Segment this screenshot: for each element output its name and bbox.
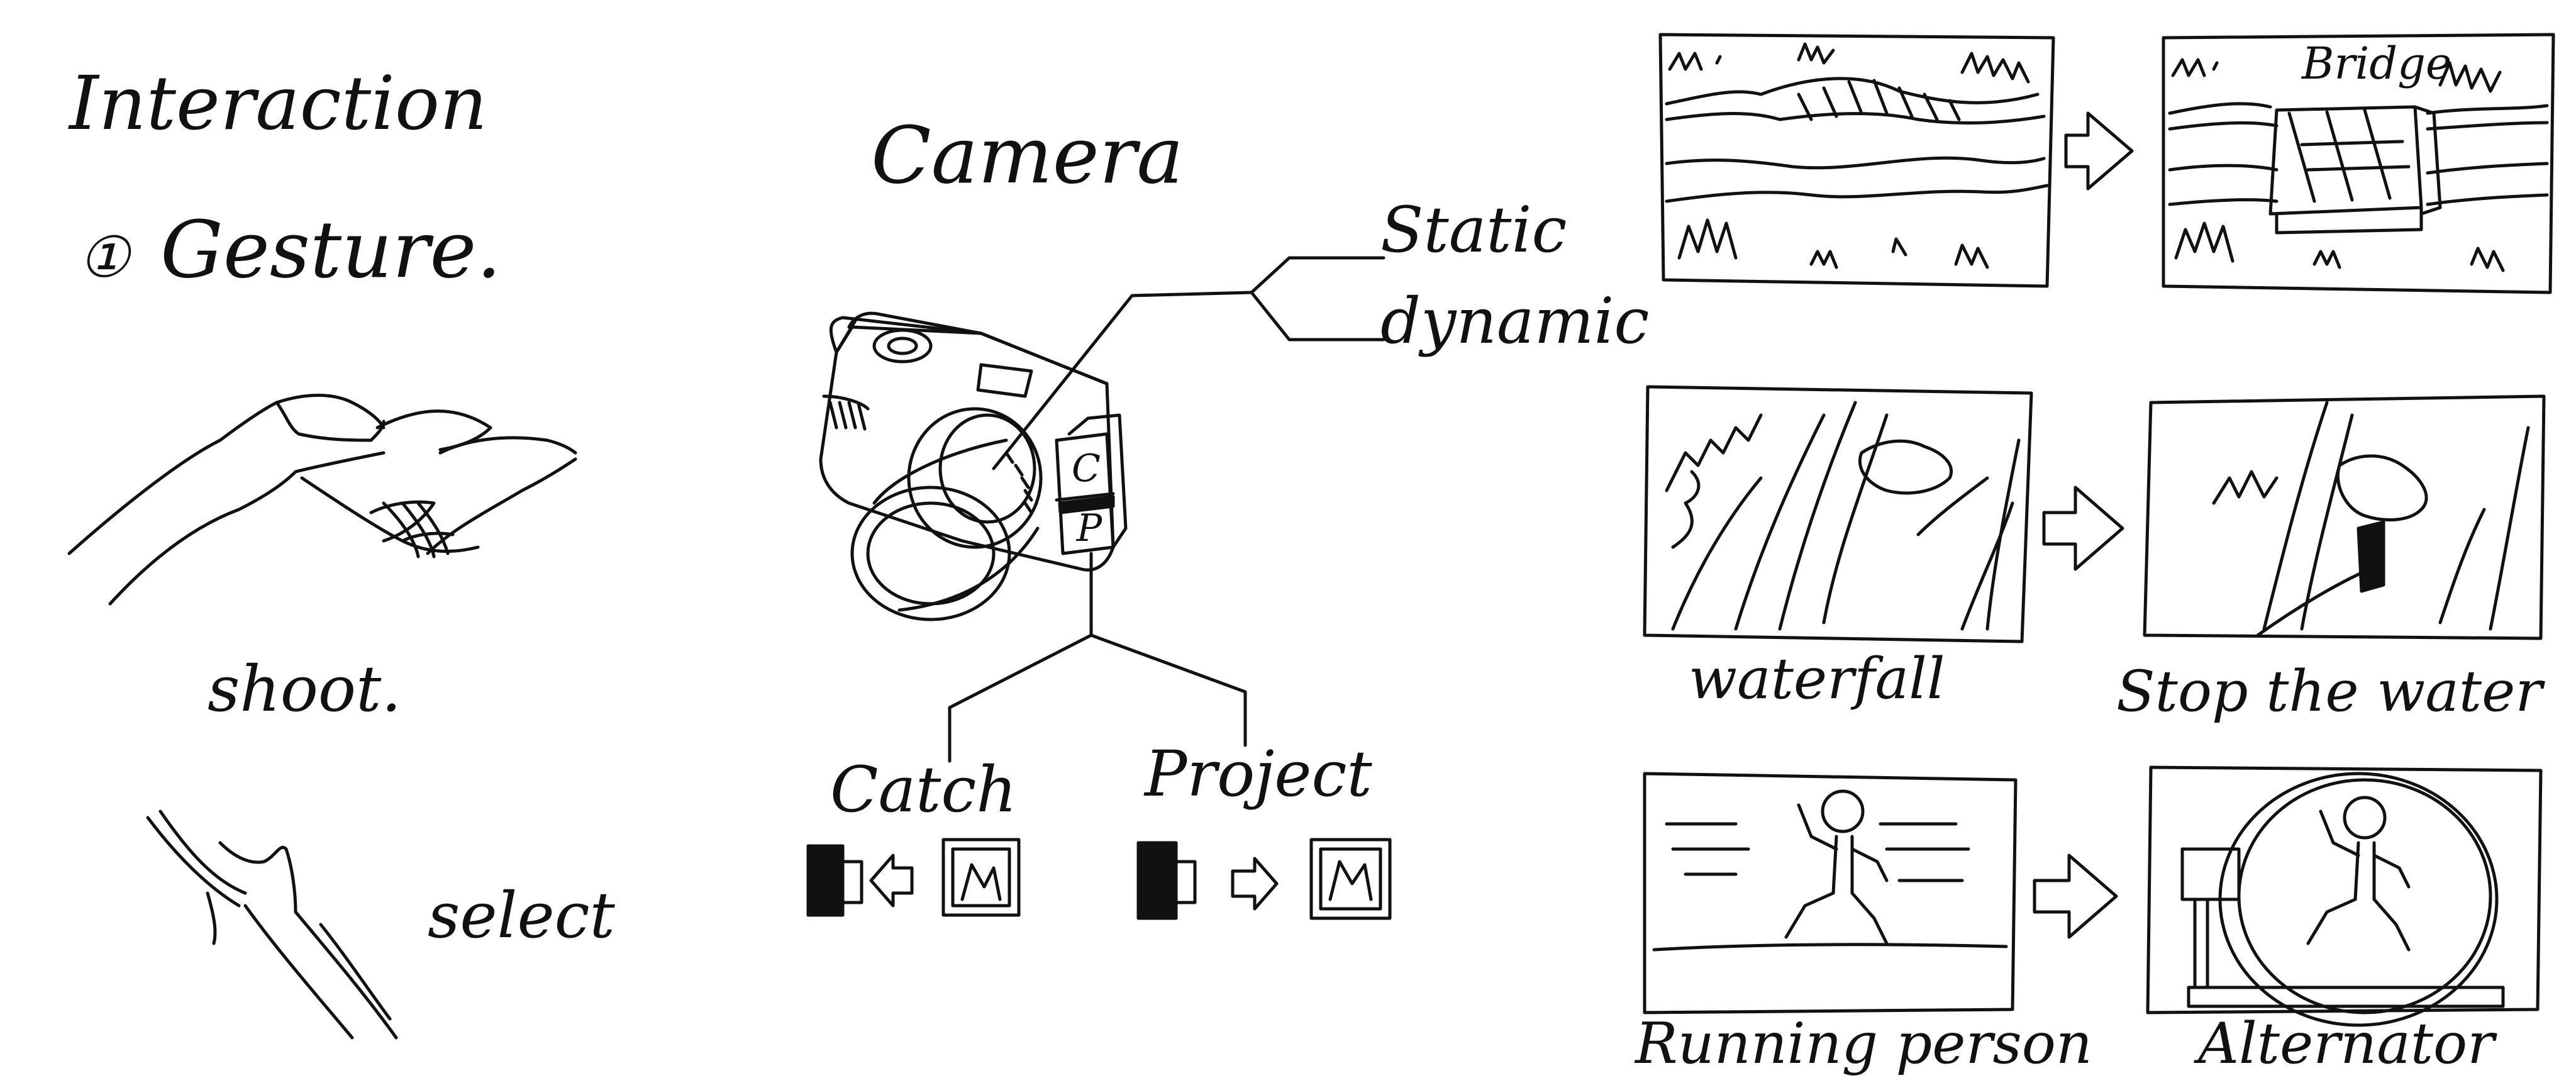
shoot-label: shoot. [208, 652, 401, 726]
camera-illustration [819, 311, 1128, 621]
camera-heading: Camera [871, 110, 1184, 201]
gesture-heading: Gesture. [160, 204, 501, 296]
running-person-frame [1643, 772, 2018, 1014]
bridge-frame [2162, 33, 2555, 294]
stop-water-label: Stop the water [2116, 658, 2545, 725]
dynamic-mode-label: dynamic [1380, 284, 1649, 358]
camera-section: Camera C P [806, 110, 1649, 920]
catch-label: Catch [830, 753, 1017, 826]
alternator-label: Alternator [2194, 1011, 2497, 1077]
interaction-section: Interaction ① Gesture. shoot. [67, 60, 616, 1040]
select-label: select [428, 879, 616, 952]
alternator-frame [2146, 765, 2543, 1027]
switch-project-letter: P [1076, 506, 1103, 550]
project-label: Project [1143, 737, 1372, 811]
river-frame [1658, 33, 2055, 288]
bridge-label: Bridge [2301, 38, 2451, 89]
interaction-heading: Interaction [68, 60, 487, 147]
storyboard-section: Bridge waterfall Stop [1634, 33, 2555, 1077]
arrow-3 [2033, 853, 2118, 939]
switch-catch-letter: C [1072, 447, 1101, 491]
select-gesture-illustration [146, 809, 398, 1040]
switch-mode-connector [948, 552, 1247, 763]
waterfall-label: waterfall [1689, 646, 1945, 712]
catch-icon [806, 838, 1021, 917]
stop-water-frame [2143, 394, 2546, 640]
shoot-gesture-illustration [67, 393, 577, 606]
project-icon [1136, 838, 1392, 920]
waterfall-frame [1643, 385, 2033, 643]
arrow-2 [2042, 486, 2124, 571]
lens-mode-connector [992, 256, 1385, 470]
arrow-1 [2064, 111, 2134, 191]
gesture-number: ① [79, 225, 132, 291]
static-mode-label: Static [1380, 193, 1567, 267]
running-person-label: Running person [1634, 1011, 2092, 1077]
